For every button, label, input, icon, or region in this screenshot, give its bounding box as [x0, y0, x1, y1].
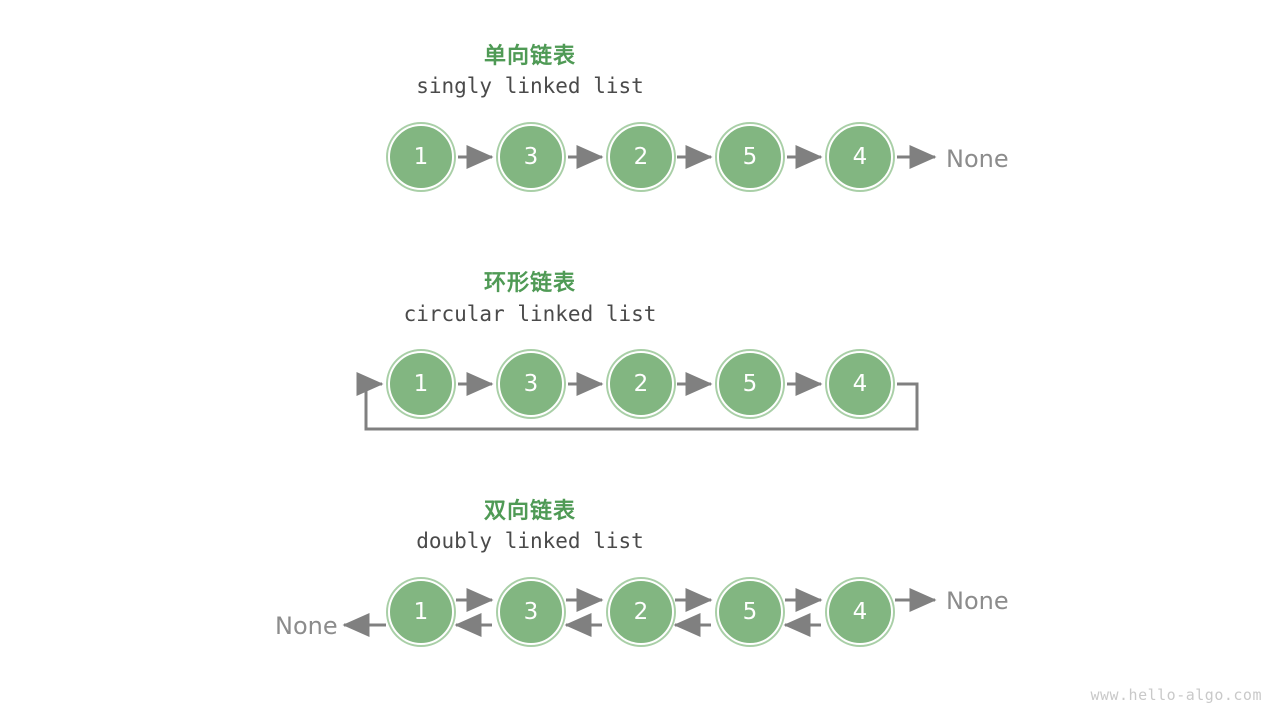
doubly-node-4: 4: [827, 579, 893, 645]
circular-node-2: 2: [608, 351, 674, 417]
singly-subtitle: singly linked list: [416, 74, 644, 98]
circular-node-4: 4: [827, 351, 893, 417]
doubly-node-2: 2: [608, 579, 674, 645]
circular-subtitle: circular linked list: [403, 302, 657, 326]
circular-node-1: 3: [498, 351, 564, 417]
circular-title: 环形链表: [483, 271, 576, 296]
singly-node-2: 2: [608, 124, 674, 190]
doubly-node-3: 5: [717, 579, 783, 645]
singly-title: 单向链表: [483, 44, 576, 69]
watermark: www.hello-algo.com: [1090, 686, 1262, 704]
doubly-node-1: 3: [498, 579, 564, 645]
singly-node-3: 5: [717, 124, 783, 190]
doubly-head-none-label: None: [275, 612, 338, 640]
doubly-tail-none-label: None: [946, 587, 1009, 615]
circular-node-3: 5: [717, 351, 783, 417]
circular-node-0: 1: [388, 351, 454, 417]
singly-node-4: 4: [827, 124, 893, 190]
singly-node-1: 3: [498, 124, 564, 190]
singly-node-0: 1: [388, 124, 454, 190]
doubly-subtitle: doubly linked list: [416, 529, 644, 553]
singly-tail-none-label: None: [946, 145, 1009, 173]
doubly-title: 双向链表: [483, 499, 576, 524]
doubly-node-0: 1: [388, 579, 454, 645]
